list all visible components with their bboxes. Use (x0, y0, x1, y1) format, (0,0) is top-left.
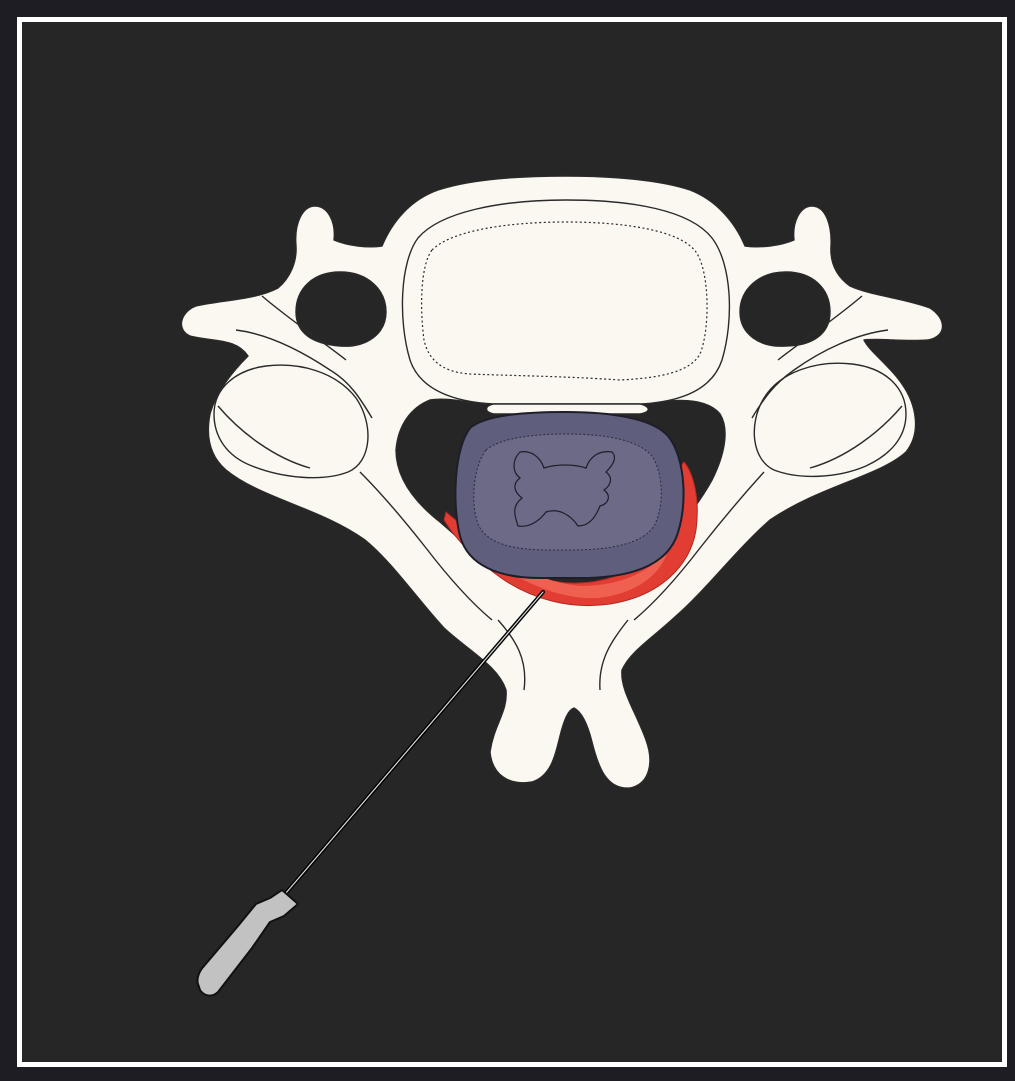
thecal-sac (455, 412, 683, 578)
vertebral-body (402, 200, 729, 404)
right-transverse-foramen (740, 272, 830, 346)
left-transverse-foramen (296, 272, 386, 346)
